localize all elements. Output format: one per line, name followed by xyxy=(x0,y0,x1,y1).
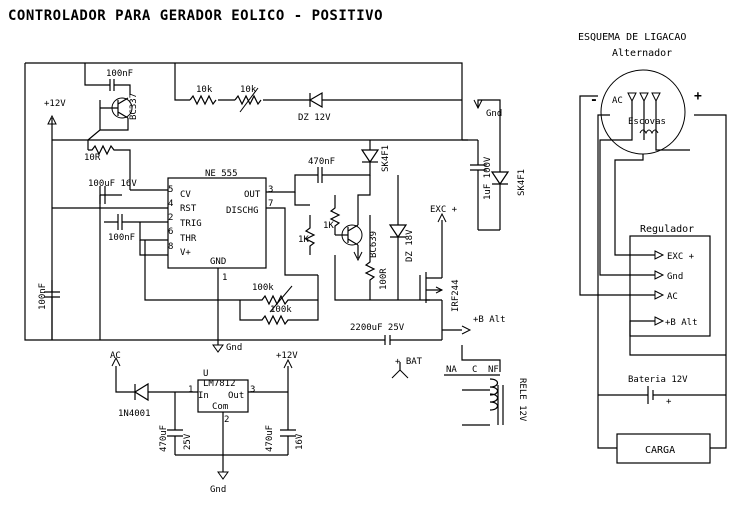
alternator-brushes: Escovas xyxy=(628,117,666,127)
reg-pin2: 2 xyxy=(224,415,229,425)
wiring-diagram: ESQUEMA DE LIGACAO Alternador AC Escovas… xyxy=(578,32,727,464)
ic555-name: NE 555 xyxy=(205,169,238,179)
label-r100r: 100R xyxy=(379,268,389,290)
reg-pin3: 3 xyxy=(250,385,255,395)
relay-contact-c: C xyxy=(472,365,477,375)
label-c100nf-top: 100nF xyxy=(106,69,133,79)
label-c2200: 2200uF 25V xyxy=(350,323,405,333)
label-r1k-b: 1K xyxy=(323,221,334,231)
relay-contact-na: NA xyxy=(446,365,457,375)
main-controller-circuit: +12V 100nF BC337 10k 10k DZ 12V Gnd 10R xyxy=(24,62,527,426)
battery-plus: + xyxy=(666,397,672,407)
label-c100nf-left: 100nF xyxy=(38,283,48,310)
pin-rst: RST xyxy=(180,204,197,214)
pin1-num: 1 xyxy=(222,273,227,283)
label-cin: 470uF xyxy=(159,425,169,452)
label-dz12: DZ 12V xyxy=(298,113,331,123)
label-c470nf: 470nF xyxy=(308,157,335,167)
wiring-title: ESQUEMA DE LIGACAO xyxy=(578,32,686,43)
ic-ne555 xyxy=(167,177,267,269)
label-1n4001: 1N4001 xyxy=(118,409,151,419)
label-irf244: IRF244 xyxy=(451,279,461,312)
regulator-exc: EXC + xyxy=(667,252,695,262)
reg-com: Com xyxy=(212,402,228,412)
regulator-label: Regulador xyxy=(640,224,694,235)
net-label-gnd-ps: Gnd xyxy=(210,485,226,495)
net-label-gnd-top: Gnd xyxy=(486,109,502,119)
regulator-box xyxy=(629,235,711,337)
alternator-plus: + xyxy=(694,89,702,104)
reg-prefix: U xyxy=(203,369,208,379)
label-r10r: 10R xyxy=(84,153,101,163)
reg-pin1: 1 xyxy=(188,385,193,395)
alternator-ac: AC xyxy=(612,96,623,106)
net-label-gnd-mid: Gnd xyxy=(226,343,242,353)
net-label-plus12: +12V xyxy=(44,99,66,109)
pin-dischg: DISCHG xyxy=(226,206,259,216)
pin3-num: 3 xyxy=(268,185,273,195)
diagram-title: CONTROLADOR PARA GERADOR EOLICO - POSITI… xyxy=(8,8,383,24)
net-label-exc: EXC + xyxy=(430,205,458,215)
battery-label: Bateria 12V xyxy=(628,375,688,385)
label-cin-v: 25V xyxy=(183,433,193,450)
regulator-ac: AC xyxy=(667,292,678,302)
load-label: CARGA xyxy=(645,445,675,456)
regulator-gnd: Gnd xyxy=(667,272,683,282)
pin-vplus: V+ xyxy=(180,248,191,258)
label-c100nf-mid: 100nF xyxy=(108,233,135,243)
pin5-num: 5 xyxy=(168,185,173,195)
pin-thr: THR xyxy=(180,234,197,244)
label-pot100k: 100k xyxy=(252,283,274,293)
label-r10k: 10k xyxy=(196,85,213,95)
label-sk4f1-a: SK4F1 xyxy=(381,145,391,172)
net-label-b-alt: +B Alt xyxy=(473,315,506,325)
label-r1k-a: 1K xyxy=(298,235,309,245)
regulator-b-alt: +B Alt xyxy=(665,318,698,328)
relay-contact-nf: NF xyxy=(488,365,499,375)
load-box xyxy=(616,433,711,464)
pin2-num: 2 xyxy=(168,213,173,223)
label-relay: RELE 12V xyxy=(517,378,527,422)
pin6-num: 6 xyxy=(168,227,173,237)
pin-gnd: GND xyxy=(210,257,226,267)
power-supply-circuit: AC 1N4001 U LM7812 In Out Com 1 3 2 +12V… xyxy=(110,351,305,495)
pin-trig: TRIG xyxy=(180,219,202,229)
alternator-minus: - xyxy=(590,93,598,108)
label-sk4f1-b: SK4F1 xyxy=(517,169,527,196)
alternator-label: Alternador xyxy=(612,48,672,59)
net-label-bat: + BAT xyxy=(395,357,423,367)
reg-name: LM7812 xyxy=(203,379,236,389)
label-c1uf: 1uF 100V xyxy=(483,156,493,200)
pin-out: OUT xyxy=(244,190,261,200)
label-c100uf: 100uF 16V xyxy=(88,179,137,189)
pin8-num: 8 xyxy=(168,242,173,252)
reg-in: In xyxy=(198,391,209,401)
pin-cv: CV xyxy=(180,190,191,200)
label-cout-v: 16V xyxy=(295,433,305,450)
net-label-plus12-ps: +12V xyxy=(276,351,298,361)
reg-out: Out xyxy=(228,391,244,401)
pin4-num: 4 xyxy=(168,199,173,209)
pin7-num: 7 xyxy=(268,199,273,209)
net-label-ac: AC xyxy=(110,351,121,361)
label-pot10k: 10k xyxy=(240,85,257,95)
label-dz18: DZ 18V xyxy=(405,229,415,262)
label-bc639: BC639 xyxy=(369,231,379,258)
label-bc337: BC337 xyxy=(129,93,139,120)
label-cout: 470uF xyxy=(265,425,275,452)
label-r100k: 100k xyxy=(270,305,292,315)
alternator-symbol xyxy=(600,69,686,155)
